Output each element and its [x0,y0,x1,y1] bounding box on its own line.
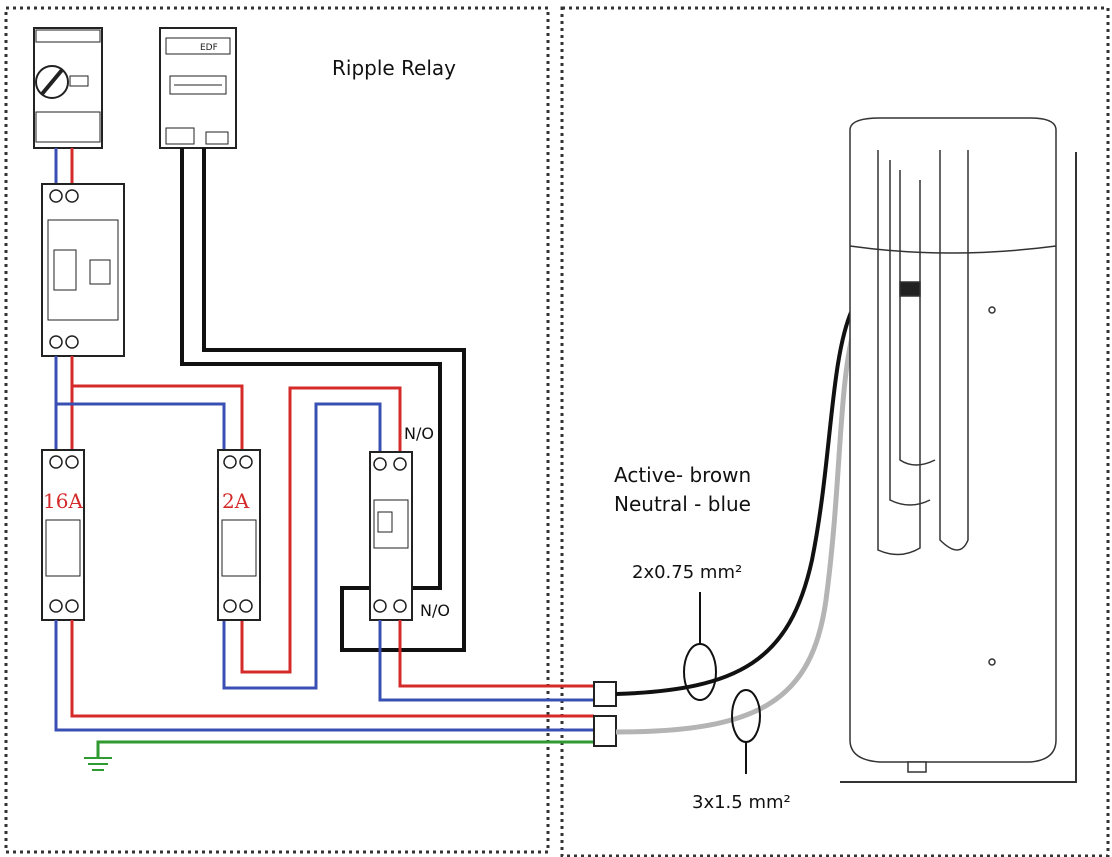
earth-icon [84,757,112,771]
cable-small-label: 2x0.75 mm² [632,562,742,583]
wall-line [840,152,1077,783]
wire-control-outer [180,148,442,590]
cable-power-grey [615,321,859,735]
active-brown-label: Active- brown [614,463,751,487]
neutral-blue-label: Neutral - blue [614,492,751,516]
wire-active-16a-out [70,620,594,718]
no-label-top: N/O [404,424,434,443]
wire-neutral-bus-2a [56,402,226,450]
terminal-block-power [593,715,617,747]
wire-neutral-16a-out [54,620,594,732]
wire-earth [96,740,594,758]
cable-control-black [615,309,854,696]
wire-control-inner [202,148,466,652]
heat-pump-water-heater [849,117,1057,773]
breaker-2a [217,449,261,621]
wire-active-bus-2a [72,384,244,450]
wire-neutral-contactor-out [378,620,594,702]
breaker-2a-label: 2A [222,489,250,513]
breaker-16a [41,449,85,621]
terminal-block-control [593,681,617,707]
wire-active-2a-contactor [240,386,402,674]
svg-text:EDF: EDF [200,43,218,53]
rcd-breaker [41,183,125,357]
no-label-bottom: N/O [420,601,450,620]
ripple-relay-label: Ripple Relay [332,56,456,80]
cable-large-label: 3x1.5 mm² [692,792,791,813]
main-isolator-switch [33,27,103,149]
wire-neutral-2a-contactor [222,402,382,690]
breaker-16a-label: 16A [43,489,83,513]
ripple-relay-meter: EDF [159,27,237,149]
wire-active-contactor-out [398,620,594,688]
appliance-panel-border [560,6,1110,857]
cable-marker-small [683,643,717,701]
contactor [369,451,413,621]
